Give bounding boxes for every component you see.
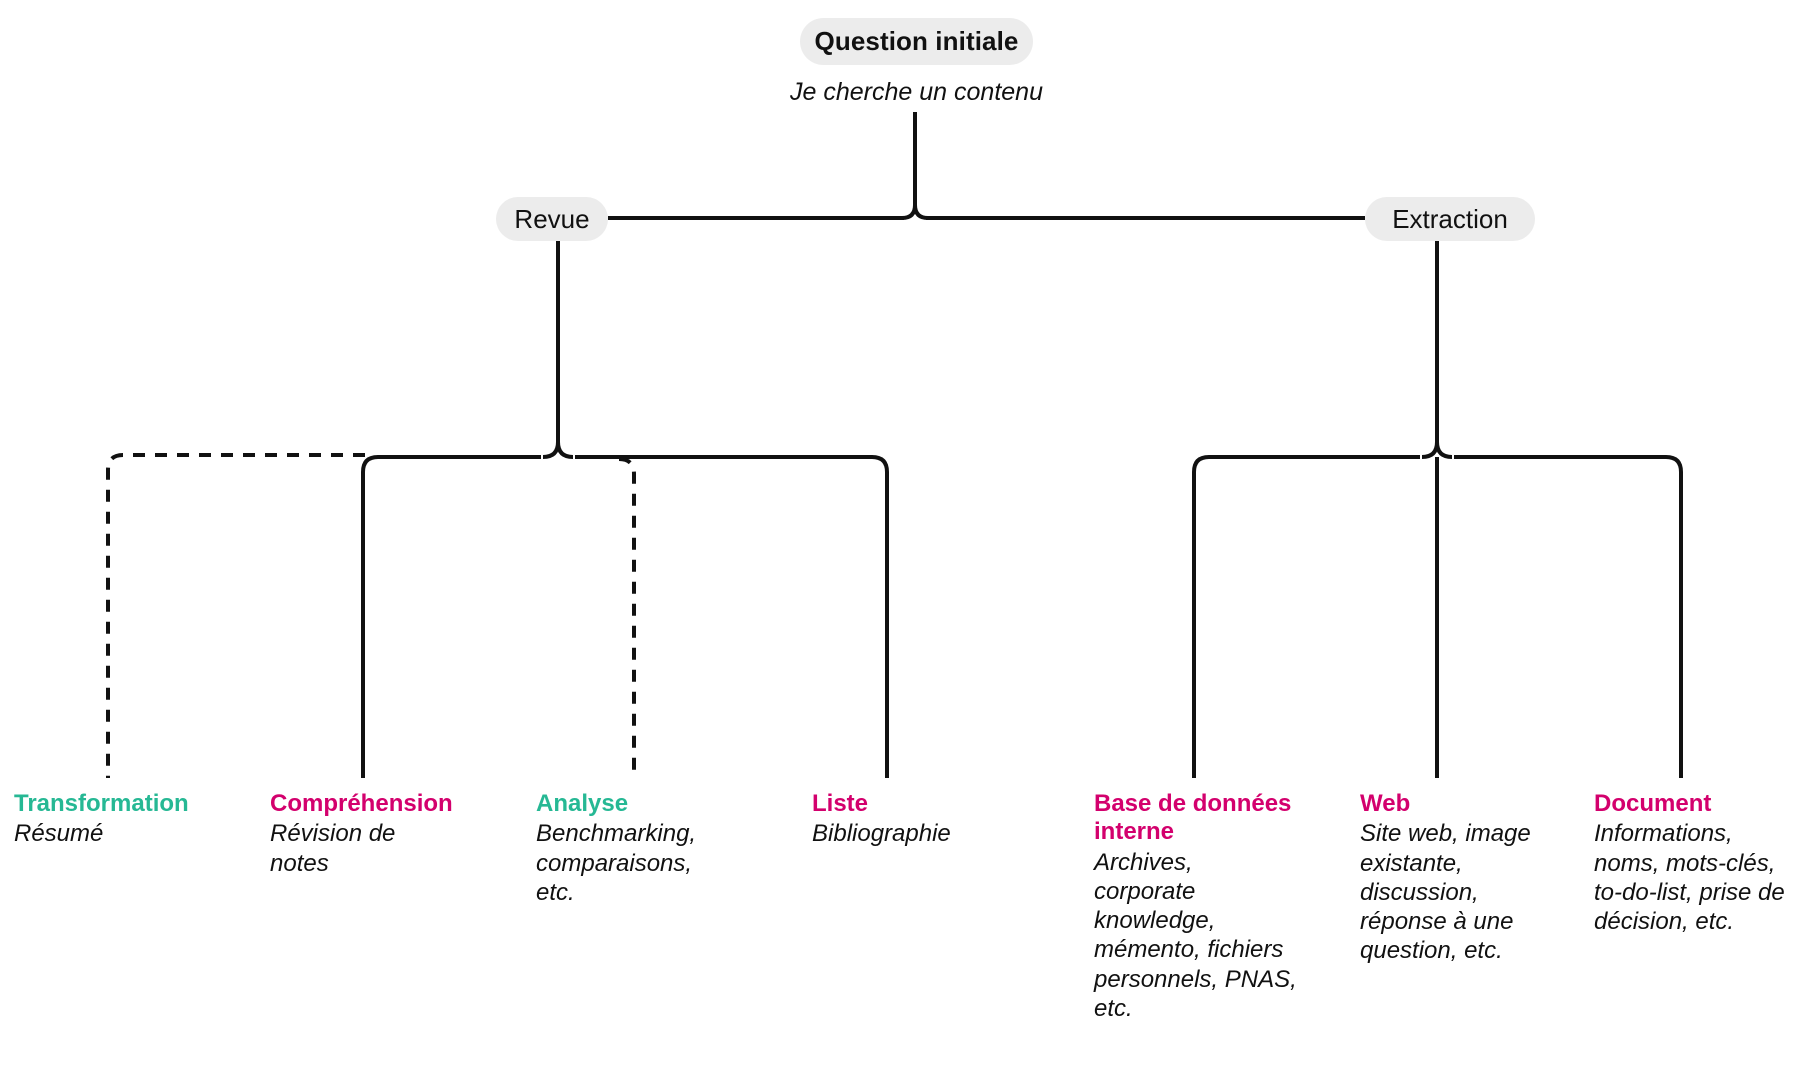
connector-extraction-flare-left [1421, 441, 1439, 459]
node-revue[interactable]: Revue [496, 197, 608, 241]
node-extraction[interactable]: Extraction [1365, 197, 1535, 241]
connector-revue-flare-right [556, 441, 574, 459]
leaf-transformation-title: Transformation [14, 790, 189, 817]
leaf-liste-desc: Bibliographie [812, 820, 951, 848]
connector-root-stem [913, 112, 929, 220]
node-question-initiale-subtitle: Je cherche un contenu [790, 78, 1043, 106]
leaf-comprehension-title: Compréhension [270, 790, 453, 817]
node-question-initiale[interactable]: Question initiale [800, 18, 1033, 65]
leaf-liste-title: Liste [812, 790, 869, 817]
node-question-initiale-label: Question initiale [814, 26, 1019, 56]
leaf-base-de-donnees-interne-desc: Archives, corporate knowledge, mémento, … [1094, 848, 1297, 1022]
connector-liste-drop [871, 455, 889, 778]
connector-document-drop [1454, 455, 1683, 778]
connector-extraction-flare-right [1435, 441, 1453, 459]
node-extraction-label: Extraction [1392, 203, 1508, 234]
leaf-base-de-donnees-interne-title: Base de données interne [1094, 790, 1292, 846]
leaf-analyse[interactable]: Analyse Benchmarking, comparaisons, etc. [536, 790, 716, 907]
leaf-base-de-donnees-interne[interactable]: Base de données interne Archives, corpor… [1094, 790, 1299, 1023]
leaf-comprehension-desc: Révision de notes [270, 820, 396, 877]
connector-base-donnees-drop [1192, 455, 1420, 778]
leaf-web-title: Web [1360, 790, 1411, 817]
connector-revue-flare-left [542, 441, 560, 459]
connector-comprehension-drop [361, 455, 379, 778]
leaf-comprehension[interactable]: Compréhension Révision de notes [270, 790, 453, 878]
leaf-web[interactable]: Web Site web, image existante, discussio… [1360, 790, 1535, 966]
leaf-document-title: Document [1594, 790, 1712, 817]
leaf-analyse-desc: Benchmarking, comparaisons, etc. [536, 820, 697, 906]
leaf-document[interactable]: Document Informations, noms, mots-clés, … [1594, 790, 1790, 936]
leaf-liste[interactable]: Liste Bibliographie [812, 790, 992, 849]
leaf-transformation[interactable]: Transformation Résumé [14, 790, 229, 849]
connector-root-stem-left [901, 204, 917, 220]
node-revue-label: Revue [514, 203, 590, 234]
leaf-document-desc: Informations, noms, mots-clés, to-do-lis… [1594, 820, 1785, 936]
connector-analyse-drop [618, 457, 636, 778]
leaf-transformation-desc: Résumé [14, 820, 104, 848]
leaf-analyse-title: Analyse [536, 790, 629, 817]
leaf-web-desc: Site web, image existante, discussion, r… [1360, 820, 1531, 965]
connector-transformation-drop [106, 453, 365, 778]
